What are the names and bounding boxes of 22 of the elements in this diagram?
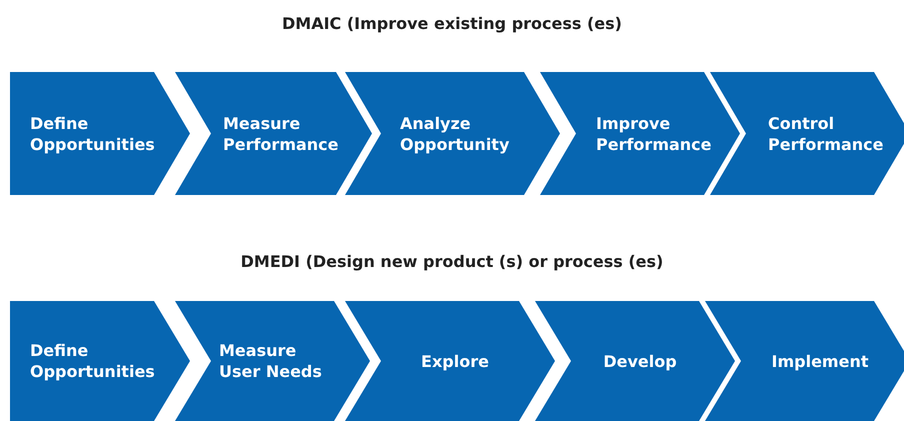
step-label: Define Opportunities (30, 340, 156, 382)
step-label: Control Performance (768, 112, 885, 154)
chevron-step (175, 72, 372, 195)
chevron-step (10, 72, 190, 195)
step-label: Analyze Opportunity (400, 112, 510, 154)
section-heading: DMEDI (Design new product (s) or process (es) (240, 251, 664, 273)
step-label: Define Opportunities (30, 112, 156, 154)
step-label: Explore (421, 350, 489, 372)
step-label: Improve Performance (596, 112, 713, 154)
chevron-step (10, 301, 190, 421)
chevron-step (535, 301, 735, 421)
chevron-step (710, 72, 904, 195)
step-label: Develop (603, 350, 677, 372)
section-heading: DMAIC (Improve existing process (es) (282, 13, 622, 35)
chevron-step (705, 301, 904, 421)
chevron-step (345, 301, 555, 421)
chevron-step (540, 72, 740, 195)
chevron-step (175, 301, 370, 421)
step-label: Measure User Needs (219, 340, 323, 382)
chevron-step (345, 72, 560, 195)
step-label: Implement (772, 350, 868, 372)
step-label: Measure Performance (223, 112, 340, 154)
